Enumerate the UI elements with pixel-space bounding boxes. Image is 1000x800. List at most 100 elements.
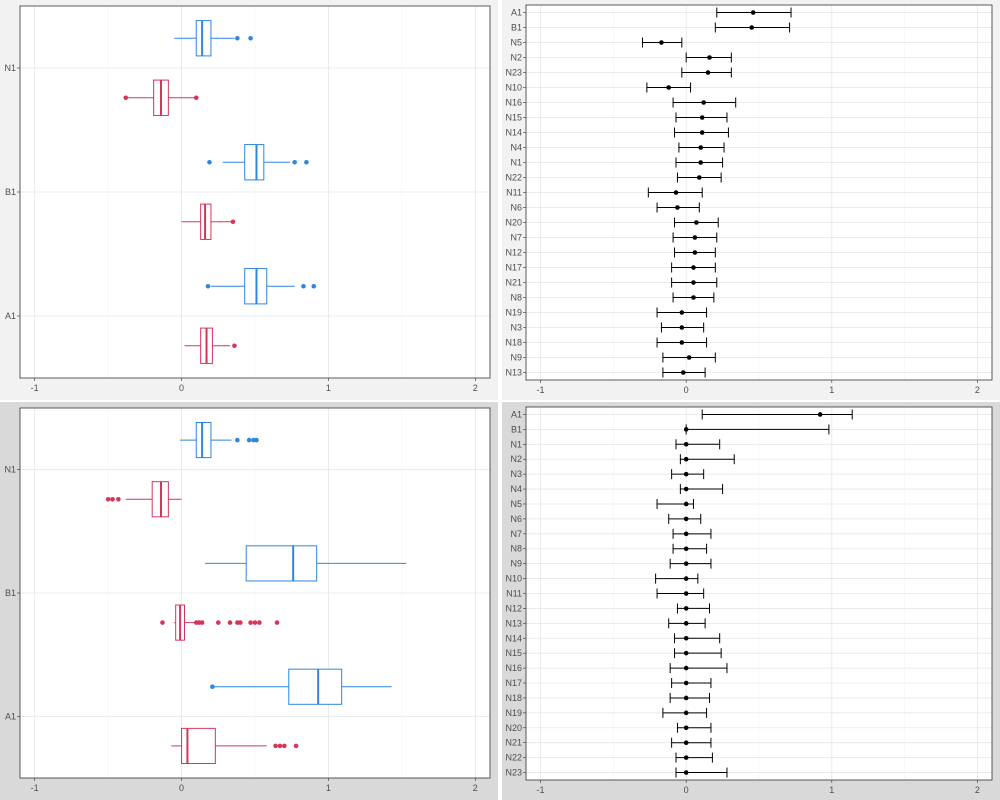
- box-outlier-point: [205, 283, 211, 289]
- box-outlier-point: [210, 684, 215, 690]
- y-category-label: N9: [510, 559, 522, 569]
- y-category-label: N1: [510, 439, 522, 449]
- y-category-label: N7: [510, 233, 522, 243]
- box-outlier-point: [301, 283, 306, 289]
- estimate-point: [817, 412, 823, 417]
- plot-border: [525, 406, 993, 781]
- y-category-label: N16: [505, 98, 522, 108]
- estimate-point: [683, 561, 689, 566]
- y-category-label: N5: [510, 499, 522, 509]
- y-category-label: N19: [505, 308, 522, 318]
- y-category-label: B1: [5, 588, 16, 598]
- y-category-label: N6: [510, 514, 522, 524]
- y-category-label: N7: [510, 529, 522, 539]
- estimate-point: [683, 755, 689, 760]
- x-tick-label: -1: [537, 385, 545, 395]
- estimate-point: [683, 695, 689, 701]
- box-iqr: [244, 144, 265, 181]
- y-category-label: A1: [511, 8, 522, 18]
- estimate-point: [659, 40, 664, 45]
- box-outlier-point: [273, 743, 278, 749]
- y-category-label: N18: [505, 338, 522, 348]
- estimate-point: [683, 516, 689, 522]
- y-category-label: N2: [510, 53, 522, 63]
- y-category-label: A1: [5, 711, 16, 721]
- x-tick-label: 1: [326, 783, 331, 793]
- box-outlier-point: [110, 496, 115, 502]
- y-category-label: N8: [510, 293, 522, 303]
- y-category-label: N14: [505, 633, 522, 643]
- estimate-point: [749, 25, 755, 30]
- estimate-point: [683, 471, 689, 477]
- y-category-label: N9: [510, 353, 522, 363]
- y-category-label: N3: [510, 469, 522, 479]
- y-category-label: N4: [510, 484, 522, 494]
- estimate-point: [683, 621, 689, 626]
- y-category-label: N11: [506, 188, 522, 198]
- box-outlier-point: [105, 496, 111, 502]
- box-outlier-point: [277, 743, 283, 749]
- x-tick-label: 2: [473, 383, 478, 393]
- x-tick-label: 1: [829, 385, 834, 395]
- y-category-label: N5: [510, 38, 522, 48]
- estimate-point: [696, 175, 702, 180]
- y-category-label: A1: [5, 311, 16, 321]
- y-category-label: B1: [5, 187, 16, 197]
- estimate-point: [705, 70, 711, 75]
- x-tick-label: 2: [975, 785, 980, 795]
- y-category-label: N17: [505, 678, 522, 688]
- estimate-point: [680, 370, 686, 375]
- box-outlier-point: [227, 620, 233, 625]
- box-outlier-point: [160, 620, 165, 625]
- y-category-label: N19: [505, 708, 522, 718]
- y-category-label: N11: [506, 589, 522, 599]
- estimate-point: [683, 576, 689, 581]
- y-category-label: N1: [4, 465, 16, 475]
- estimate-point: [683, 501, 689, 507]
- y-category-label: N20: [505, 218, 522, 228]
- box-outlier-point: [199, 620, 205, 625]
- box-outlier-point: [292, 159, 297, 165]
- estimate-point: [683, 680, 689, 686]
- x-tick-label: -1: [31, 383, 39, 393]
- estimate-point: [691, 295, 696, 300]
- estimate-point: [699, 115, 705, 120]
- y-category-label: N21: [505, 278, 522, 288]
- estimate-point: [692, 235, 698, 240]
- estimate-point: [683, 710, 689, 716]
- box-outlier-point: [311, 283, 317, 289]
- x-tick-label: 2: [473, 783, 478, 793]
- estimate-point: [683, 725, 689, 731]
- y-category-label: N6: [510, 203, 522, 213]
- y-category-label: N13: [505, 368, 522, 378]
- box-outlier-point: [215, 620, 221, 625]
- box-outlier-point: [116, 496, 121, 502]
- estimate-point: [679, 310, 685, 315]
- y-category-label: N13: [505, 618, 522, 628]
- plot-border: [19, 5, 491, 379]
- box-outlier-point: [304, 159, 309, 165]
- y-category-label: N16: [505, 663, 522, 673]
- y-category-label: N4: [510, 143, 522, 153]
- estimate-point: [683, 606, 689, 611]
- x-tick-label: 0: [684, 385, 689, 395]
- estimate-point: [691, 265, 696, 270]
- estimate-point: [683, 591, 689, 596]
- y-category-label: N1: [510, 158, 522, 168]
- estimate-point: [683, 635, 689, 641]
- box-outlier-point: [207, 159, 212, 165]
- estimate-point: [707, 55, 712, 60]
- estimate-point: [683, 427, 689, 432]
- box-outlier-point: [248, 35, 253, 41]
- box-outlier-point: [230, 219, 236, 225]
- y-category-label: N23: [505, 768, 522, 778]
- box-outlier-point: [193, 95, 199, 101]
- plot-border: [525, 4, 993, 381]
- y-category-label: N22: [505, 753, 522, 763]
